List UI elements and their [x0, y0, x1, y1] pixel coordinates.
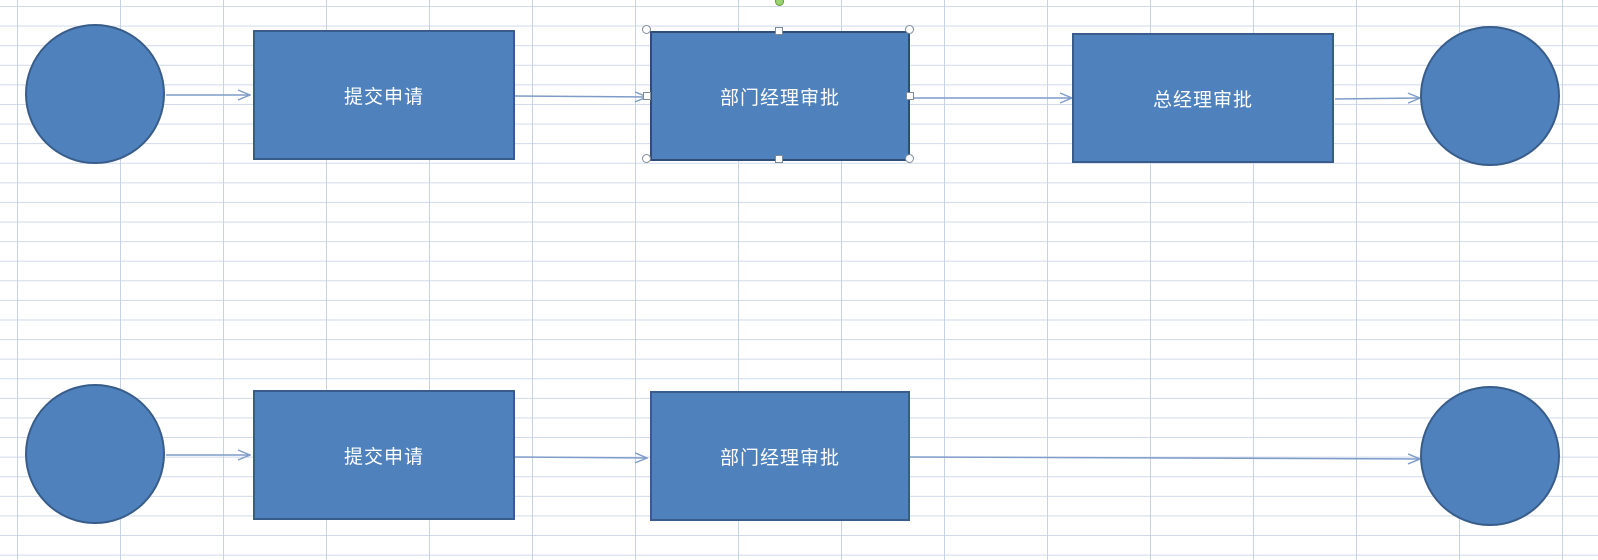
submit-application-label-r2: 提交申请 [343, 445, 424, 468]
resize-handle-right[interactable] [906, 92, 914, 100]
resize-handle-bottom-right[interactable] [905, 154, 914, 163]
end-node-r2[interactable] [1420, 386, 1560, 526]
connector-gm-to-end-r1 [1334, 98, 1420, 99]
dept-manager-approval-label: 部门经理审批 [719, 86, 840, 109]
start-node-r1[interactable] [25, 24, 165, 164]
dept-manager-approval-label-r2: 部门经理审批 [719, 446, 840, 469]
resize-handle-top[interactable] [775, 27, 783, 35]
dept-manager-approval-node-r1[interactable]: 部门经理审批 [650, 31, 910, 161]
resize-handle-bottom[interactable] [775, 155, 783, 163]
dept-manager-approval-node-r2[interactable]: 部门经理审批 [650, 391, 910, 521]
resize-handle-left[interactable] [643, 92, 651, 100]
submit-application-label: 提交申请 [343, 85, 424, 108]
rotate-handle[interactable] [775, 0, 784, 6]
general-manager-approval-node-r1[interactable]: 总经理审批 [1072, 33, 1334, 163]
general-manager-approval-label: 总经理审批 [1152, 88, 1253, 111]
end-node-r1[interactable] [1420, 26, 1560, 166]
submit-application-node-r1[interactable]: 提交申请 [253, 30, 515, 160]
resize-handle-bottom-left[interactable] [642, 154, 651, 163]
resize-handle-top-right[interactable] [905, 25, 914, 34]
connector-submit-to-dept-r2 [514, 457, 647, 458]
submit-application-node-r2[interactable]: 提交申请 [253, 390, 515, 520]
resize-handle-top-left[interactable] [642, 25, 651, 34]
connector-submit-to-dept-r1 [514, 96, 647, 97]
start-node-r2[interactable] [25, 384, 165, 524]
connector-dept-to-end-r2 [907, 457, 1420, 459]
